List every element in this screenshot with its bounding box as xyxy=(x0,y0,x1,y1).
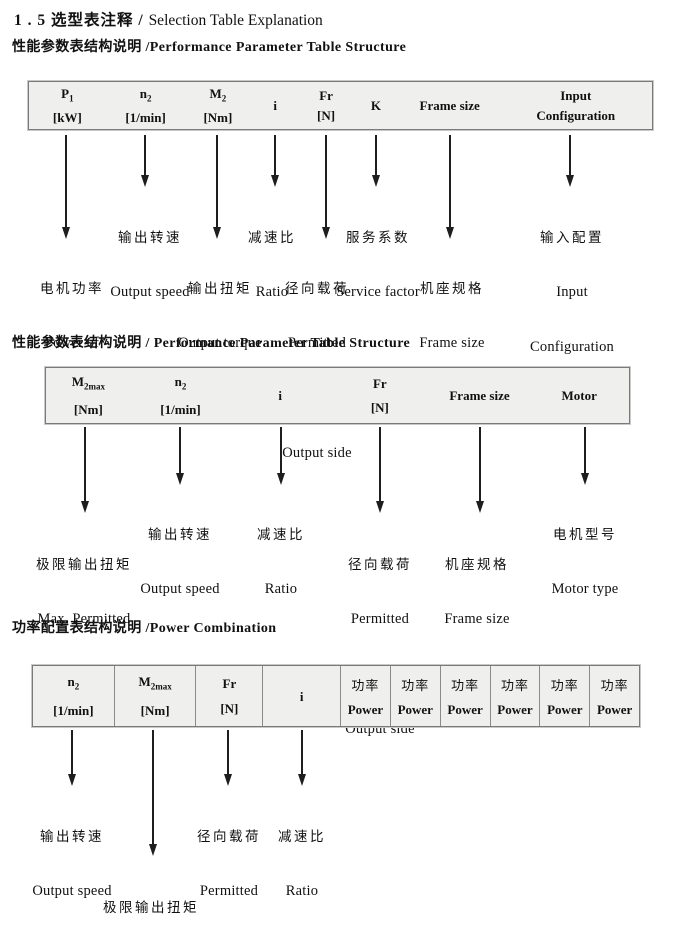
arrow-head-icon xyxy=(298,774,306,786)
col-n2: n2 [1/min] xyxy=(53,674,94,718)
page-title-en: Selection Table Explanation xyxy=(148,12,323,29)
col-fr: Fr [N] xyxy=(370,376,389,415)
col-input-configuration: Input Configuration xyxy=(536,87,616,124)
col-power-6: 功率 Power xyxy=(589,666,639,726)
power-combination-table: n2 [1/min] M2max [Nm] Fr [N] i 功率 Power … xyxy=(31,664,641,728)
arrow-head-icon xyxy=(581,473,589,485)
col-p1: P1 [kW] xyxy=(52,85,82,126)
callout-s1-frame-size: 机座规格 Frame size xyxy=(419,281,485,351)
col-n2: n2 [1/min] xyxy=(125,85,166,126)
arrow-s2-i xyxy=(276,427,286,485)
arrow-head-icon xyxy=(149,844,157,856)
col-n2: n2 [1/min] xyxy=(160,374,201,417)
callout-s2-output-speed: 输出转速 Output speed xyxy=(140,527,220,597)
callout-s3-output-speed: 输出转速 Output speed xyxy=(32,829,112,899)
callout-s1-input-configuration: 输入配置 Input Configuration xyxy=(530,230,614,355)
col-frame-size: Frame size xyxy=(419,98,480,113)
arrow-s2-fr xyxy=(375,427,385,513)
section3-heading: 功率配置表结构说明 /Power Combination xyxy=(12,621,277,636)
col-power-2: 功率 Power xyxy=(389,666,440,726)
arrow-s2-m2max xyxy=(80,427,90,513)
arrow-head-icon xyxy=(224,774,232,786)
callout-s3-ratio: 减速比 Ratio xyxy=(278,829,326,899)
callout-s1-output-torque: 输出扭矩 Output torque xyxy=(178,281,262,351)
callout-s3-overhung-load: 径向载荷 Permitted Overhung load Output side xyxy=(197,829,261,899)
callout-s1-output-speed: 输出转速 Output speed xyxy=(110,230,190,300)
callout-s1-service-factor: 服务系数 Service factor xyxy=(336,230,420,300)
col-i: i xyxy=(262,666,340,726)
page-title: 1 . 5 选型表注释 / Selection Table Explanatio… xyxy=(14,8,323,30)
section1-heading: 性能参数表结构说明 /Performance Parameter Table S… xyxy=(12,40,407,55)
col-frame-size: Frame size xyxy=(449,388,510,403)
col-motor: Motor xyxy=(561,388,597,403)
page-title-zh: 1 . 5 选型表注释 / xyxy=(14,12,149,29)
col-k: K xyxy=(370,98,381,113)
arrow-s1-m2 xyxy=(212,135,222,239)
arrow-head-icon xyxy=(68,774,76,786)
performance-table-2: M2max [Nm] n2 [1/min] i Fr [N] Frame siz… xyxy=(44,366,631,425)
col-m2max: M2max [Nm] xyxy=(71,374,105,417)
performance-table-1: P1 [kW] n2 [1/min] M2 [Nm] i Fr [N] K Fr… xyxy=(27,80,654,131)
col-fr: Fr [N] xyxy=(195,666,262,726)
arrow-s2-frame-size xyxy=(475,427,485,513)
arrow-s1-input-config xyxy=(565,135,575,187)
callout-s2-frame-size: 机座规格 Frame size xyxy=(444,557,510,627)
arrow-head-icon xyxy=(476,501,484,513)
arrow-head-icon xyxy=(213,227,221,239)
col-fr: Fr [N] xyxy=(317,87,336,124)
arrow-s1-n2 xyxy=(140,135,150,187)
arrow-head-icon xyxy=(372,175,380,187)
arrow-head-icon xyxy=(271,175,279,187)
callout-s2-motor-type: 电机型号 Motor type xyxy=(551,527,619,597)
arrow-s1-frame-size xyxy=(445,135,455,239)
arrow-s3-n2 xyxy=(67,730,77,786)
arrow-head-icon xyxy=(62,227,70,239)
arrow-s1-k xyxy=(371,135,381,187)
arrow-s2-motor xyxy=(580,427,590,485)
arrow-head-icon xyxy=(322,227,330,239)
arrow-head-icon xyxy=(141,175,149,187)
arrow-s3-fr xyxy=(223,730,233,786)
arrow-s3-i xyxy=(297,730,307,786)
arrow-s1-i xyxy=(270,135,280,187)
arrow-head-icon xyxy=(446,227,454,239)
arrow-s3-m2max xyxy=(148,730,158,856)
arrow-s1-p1 xyxy=(61,135,71,239)
callout-s1-ratio: 减速比 Ratio xyxy=(248,230,296,300)
arrow-head-icon xyxy=(176,473,184,485)
callout-s2-ratio: 减速比 Ratio xyxy=(257,527,305,597)
callout-s3-max-output-torque: 极限输出扭矩 Max. Permitted Output torque xyxy=(103,900,199,915)
callout-s1-power-of-motor: 电机功率 Power of motor xyxy=(40,281,104,406)
col-i: i xyxy=(273,98,278,113)
arrow-head-icon xyxy=(376,501,384,513)
arrow-head-icon xyxy=(277,473,285,485)
arrow-s1-fr xyxy=(321,135,331,239)
col-m2: M2 [Nm] xyxy=(203,85,233,126)
col-power-1: 功率 Power xyxy=(340,666,390,726)
arrow-s2-n2 xyxy=(175,427,185,485)
col-power-4: 功率 Power xyxy=(489,666,540,726)
col-power-5: 功率 Power xyxy=(539,666,589,726)
col-i: i xyxy=(278,388,282,403)
callout-s2-overhung-load: 径向载荷 Permitted Overhung load Output side xyxy=(335,557,424,737)
col-m2max: M2max [Nm] xyxy=(113,666,196,726)
section2-heading: 性能参数表结构说明 / Performance Parameter Table … xyxy=(12,336,411,351)
arrow-head-icon xyxy=(566,175,574,187)
col-power-3: 功率 Power xyxy=(439,666,490,726)
arrow-head-icon xyxy=(81,501,89,513)
